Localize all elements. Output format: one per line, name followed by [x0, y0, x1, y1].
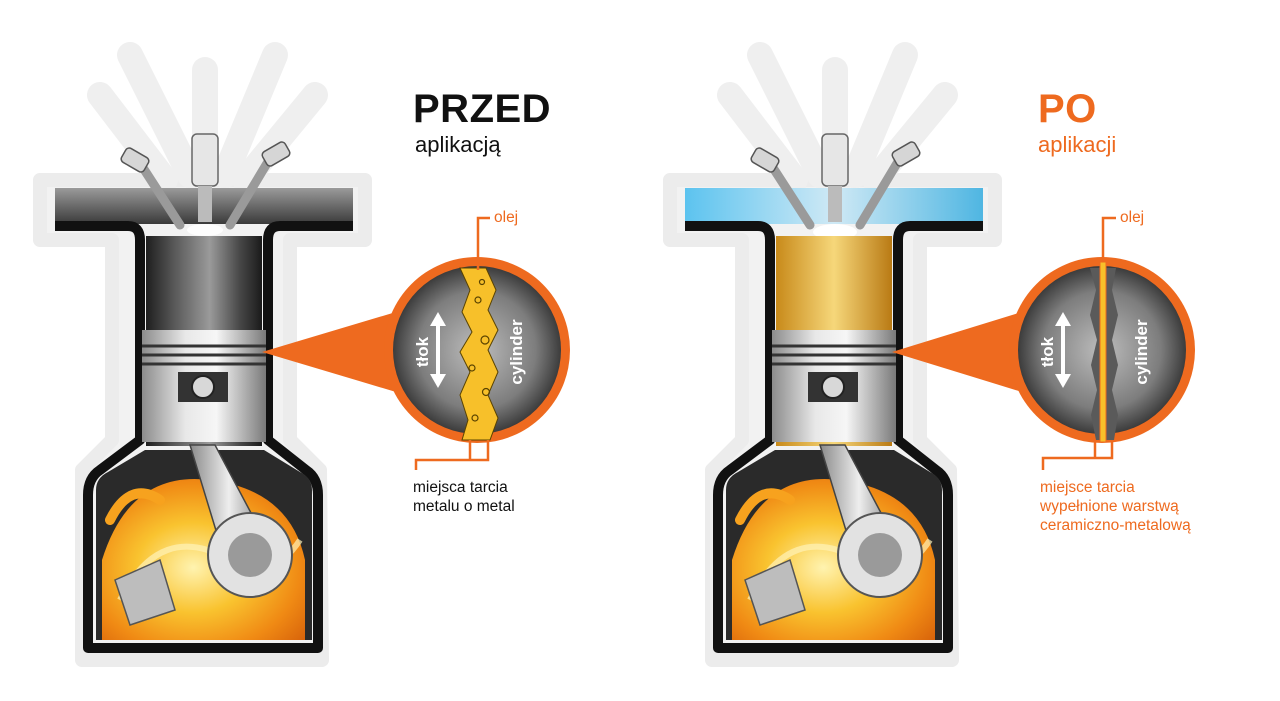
- engine-before: [33, 42, 570, 667]
- piston-label-after: tłok: [1038, 336, 1057, 367]
- before-oil-label: olej: [494, 209, 519, 226]
- before-title: PRZED: [413, 87, 552, 131]
- before-subtitle: aplikacją: [415, 132, 501, 157]
- cylinder-label-after: cylinder: [1132, 319, 1151, 385]
- after-oil-label: olej: [1120, 209, 1145, 226]
- after-title: PO: [1038, 87, 1097, 131]
- piston-label-before: tłok: [413, 336, 432, 367]
- after-subtitle: aplikacji: [1038, 132, 1117, 157]
- before-friction-line-1: miejsca tarcia: [413, 479, 508, 496]
- before-friction-line-2: metalu o metal: [413, 498, 515, 515]
- after-friction-line-3: ceramiczno-metalową: [1040, 517, 1191, 534]
- cylinder-label-before: cylinder: [507, 319, 526, 385]
- after-friction-line-1: miejsce tarcia: [1040, 479, 1135, 496]
- after-friction-line-2: wypełnione warstwą: [1040, 498, 1179, 515]
- engine-after: [663, 42, 1195, 667]
